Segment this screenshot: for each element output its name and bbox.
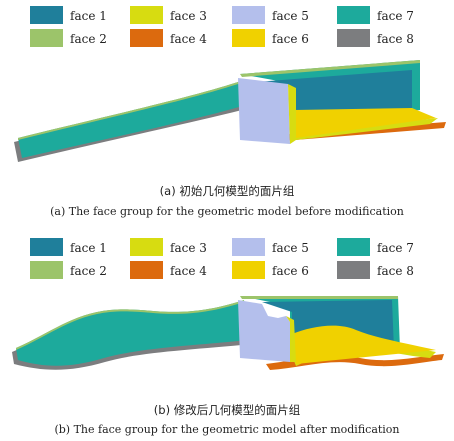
duct-top-edge <box>16 300 244 350</box>
legend-b: face 1 face 3 face 5 face 7 face 2 face … <box>0 238 454 284</box>
box-floor <box>292 325 436 364</box>
inlet-duct-surface <box>18 80 246 158</box>
legend-label: face 2 <box>70 264 107 278</box>
legend-label: face 3 <box>170 241 207 255</box>
caption-a-en: (a) The face group for the geometric mod… <box>50 205 404 218</box>
swatch-face-8 <box>337 261 370 279</box>
inlet-face-edge <box>288 84 296 144</box>
legend-label: face 7 <box>377 9 414 23</box>
swatch-face-1 <box>30 238 63 256</box>
swatch-face-2 <box>30 261 63 279</box>
legend-label: face 5 <box>272 241 309 255</box>
legend-label: face 1 <box>70 9 107 23</box>
box-rim <box>240 60 420 77</box>
swatch-face-1 <box>30 6 63 24</box>
legend-label: face 2 <box>70 32 107 46</box>
inlet-face-edge <box>286 316 296 362</box>
swatch-face-5 <box>232 6 265 24</box>
caption-b-en: (b) The face group for the geometric mod… <box>54 423 400 436</box>
swatch-face-4 <box>130 29 163 47</box>
inlet-face <box>238 78 290 144</box>
legend-label: face 4 <box>170 32 207 46</box>
box-floor-top <box>292 118 438 140</box>
duct-top-edge <box>18 80 244 140</box>
legend-label: face 1 <box>70 241 107 255</box>
model-before-modification <box>14 60 446 162</box>
swatch-face-5 <box>232 238 265 256</box>
legend-label: face 5 <box>272 9 309 23</box>
swatch-face-4 <box>130 261 163 279</box>
swatch-face-7 <box>337 238 370 256</box>
legend-label: face 4 <box>170 264 207 278</box>
swatch-face-8 <box>337 29 370 47</box>
legend-a: face 1 face 3 face 5 face 7 face 2 face … <box>0 6 454 52</box>
swatch-face-7 <box>337 6 370 24</box>
swatch-face-6 <box>232 261 265 279</box>
legend-label: face 7 <box>377 241 414 255</box>
caption-b-zh: (b) 修改后几何模型的面片组 <box>153 403 301 417</box>
legend-label: face 8 <box>377 264 414 278</box>
legend-label: face 6 <box>272 32 309 46</box>
model-after-modification <box>12 296 444 370</box>
caption-a-zh: (a) 初始几何模型的面片组 <box>159 184 295 198</box>
swatch-face-6 <box>232 29 265 47</box>
box-rim <box>240 296 398 299</box>
swatch-face-3 <box>130 238 163 256</box>
legend-label: face 3 <box>170 9 207 23</box>
inlet-duct-surface <box>16 300 248 366</box>
swatch-face-2 <box>30 29 63 47</box>
legend-label: face 6 <box>272 264 309 278</box>
swatch-face-3 <box>130 6 163 24</box>
box-floor <box>294 108 436 138</box>
legend-label: face 8 <box>377 32 414 46</box>
inlet-face <box>238 300 290 362</box>
box-back-wall-inner <box>256 70 412 120</box>
